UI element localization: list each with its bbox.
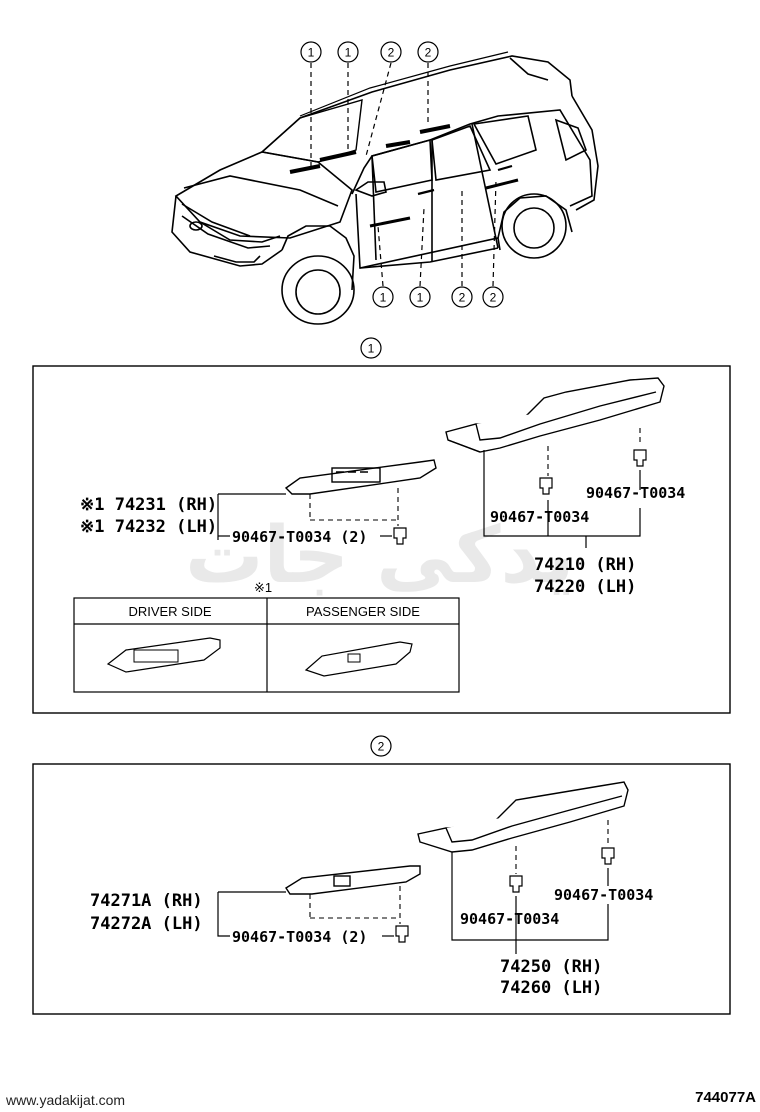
- driver-side-header: DRIVER SIDE: [128, 604, 211, 619]
- clip-part-number-qty: 90467-T0034 (2): [232, 528, 367, 546]
- passenger-side-header: PASSENGER SIDE: [306, 604, 420, 619]
- section-1-header: 1: [360, 337, 382, 359]
- callout-1c: 1: [372, 286, 394, 308]
- svg-text:2: 2: [378, 740, 385, 754]
- part-number-74232: ※1 74232 (LH): [80, 517, 217, 537]
- clip-part-number-a: 90467-T0034: [460, 910, 559, 928]
- svg-text:1: 1: [368, 342, 375, 356]
- clip-part-number-qty: 90467-T0034 (2): [232, 928, 367, 946]
- svg-text:2: 2: [490, 291, 497, 305]
- armrest-1: [445, 377, 665, 453]
- part-number-74210: 74210 (RH): [534, 555, 636, 575]
- callout-2c: 2: [451, 286, 473, 308]
- callout-1a: 1: [300, 41, 322, 63]
- clip-part-number-b: 90467-T0034: [586, 484, 685, 502]
- clip-icon: [393, 449, 647, 545]
- section-2-header: 2: [370, 735, 392, 757]
- svg-text:1: 1: [417, 291, 424, 305]
- section-2-brackets: [217, 852, 609, 954]
- part-number-74250: 74250 (RH): [500, 957, 602, 977]
- website-link[interactable]: www.yadakijat.com: [6, 1092, 126, 1108]
- callout-2b: 2: [417, 41, 439, 63]
- svg-text:1: 1: [380, 291, 387, 305]
- callout-2a: 2: [380, 41, 402, 63]
- side-variant-table: DRIVER SIDE PASSENGER SIDE: [73, 597, 460, 693]
- part-number-74231: ※1 74231 (RH): [80, 495, 217, 515]
- switch-base-1: [284, 459, 437, 495]
- svg-text:1: 1: [345, 46, 352, 60]
- clip-part-number-b: 90467-T0034: [554, 886, 653, 904]
- vehicle-callouts: 1 1 2 2 1 1 2 2: [300, 41, 504, 308]
- section-1-frame: [32, 365, 731, 714]
- part-number-74272a: 74272A (LH): [90, 914, 203, 934]
- watermark-logo: یدکی جات: [185, 511, 575, 601]
- armrest-2: [417, 781, 629, 853]
- clip-part-number-a: 90467-T0034: [490, 508, 589, 526]
- svg-text:2: 2: [388, 46, 395, 60]
- note-mark: ※1: [254, 580, 272, 595]
- driver-switch-base-icon: [106, 637, 221, 673]
- svg-text:2: 2: [459, 291, 466, 305]
- callout-1b: 1: [337, 41, 359, 63]
- part-number-74220: 74220 (LH): [534, 577, 636, 597]
- diagram-code: 744077A: [695, 1089, 756, 1106]
- svg-text:2: 2: [425, 46, 432, 60]
- part-number-74260: 74260 (LH): [500, 978, 602, 998]
- clip-icon: [395, 847, 615, 943]
- section-1-leaders: [309, 428, 641, 526]
- section-2-leaders: [309, 820, 609, 924]
- svg-text:1: 1: [308, 46, 315, 60]
- section-2-frame: [32, 763, 731, 1015]
- passenger-switch-base-icon: [304, 641, 413, 677]
- vehicle-illustration: [171, 51, 599, 325]
- vehicle-callout-leaders: [310, 62, 497, 287]
- section-1-brackets: [217, 450, 641, 548]
- part-number-74271a: 74271A (RH): [90, 891, 203, 911]
- callout-2d: 2: [482, 286, 504, 308]
- switch-base-2: [285, 865, 421, 895]
- callout-1d: 1: [409, 286, 431, 308]
